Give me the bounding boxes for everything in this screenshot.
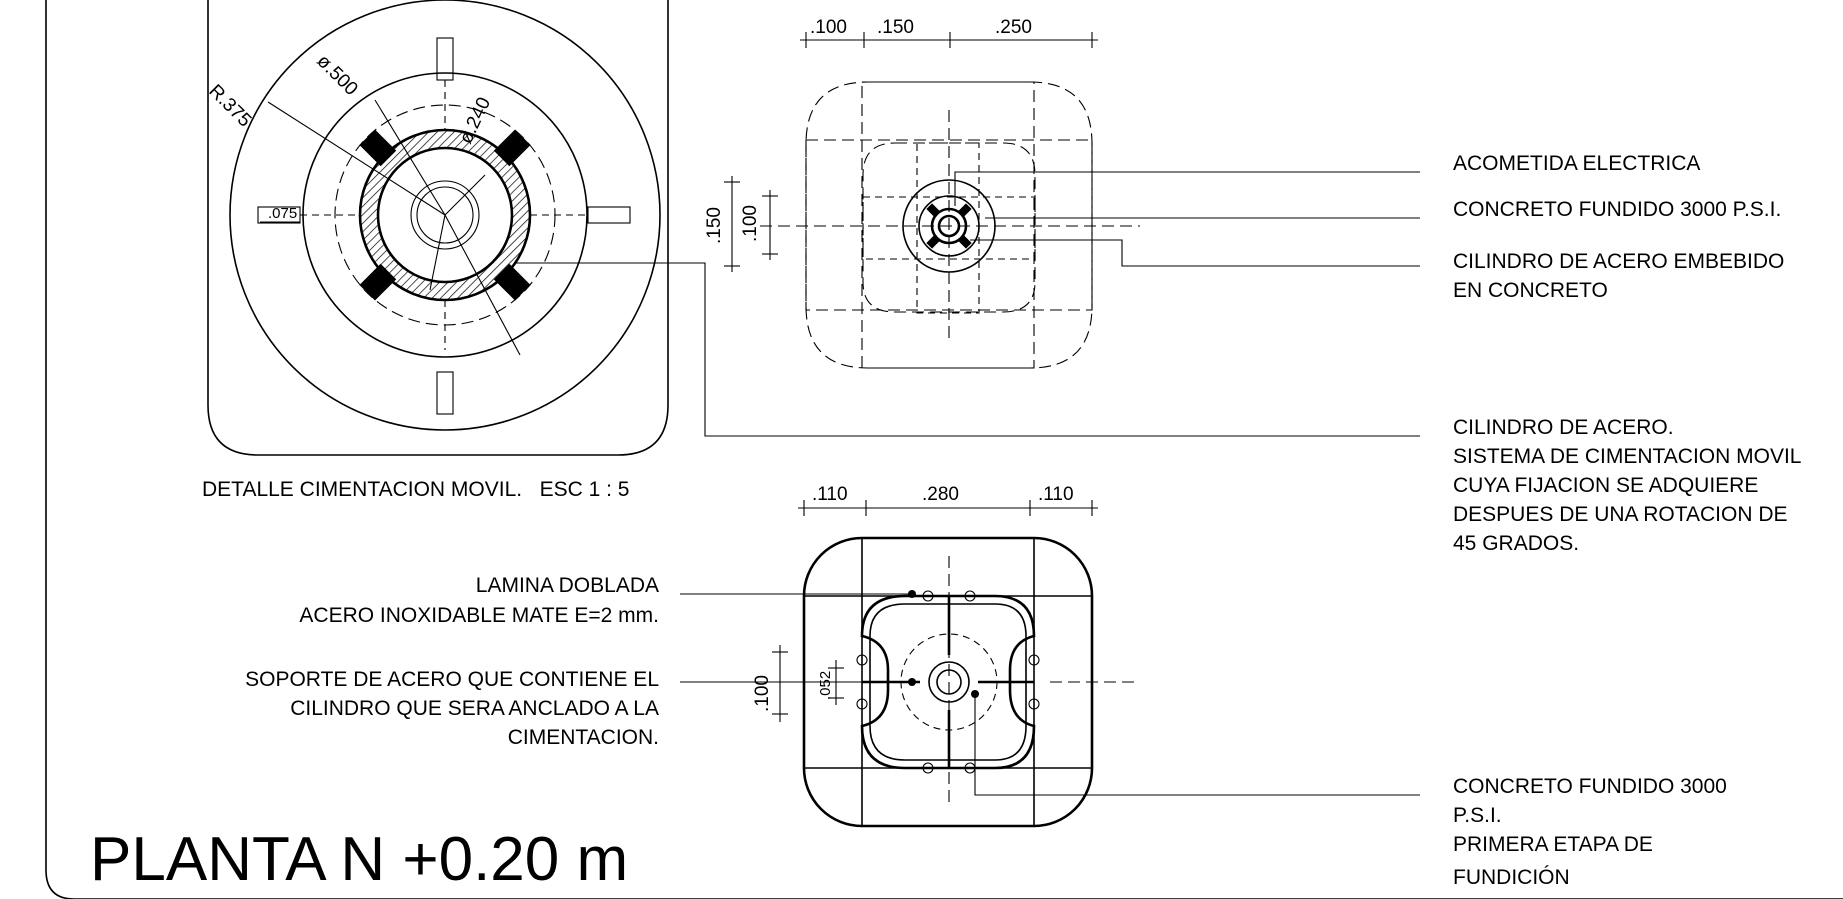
label-acometida: ACOMETIDA ELECTRICA (1453, 152, 1700, 175)
label-lamina: LAMINA DOBLADA ACERO INOXIDABLE MATE E=2… (299, 574, 659, 627)
svg-text:CILINDRO QUE SERA ANCLADO A LA: CILINDRO QUE SERA ANCLADO A LA (290, 697, 659, 720)
top-inner-dashed-rounded (862, 142, 1036, 313)
label-cilindro-embebido-2: EN CONCRETO (1453, 279, 1608, 302)
detail-slots (257, 37, 631, 415)
top-dim-h2: .150 (877, 17, 914, 38)
bottom-dim-h1: .110 (812, 484, 848, 505)
svg-text:CONCRETO FUNDIDO 3000: CONCRETO FUNDIDO 3000 (1453, 775, 1727, 798)
label-concreto-etapa: CONCRETO FUNDIDO 3000 P.S.I. PRIMERA ETA… (1453, 775, 1727, 889)
dim-075: .075 (268, 205, 297, 222)
svg-text:CUYA FIJACION SE ADQUIERE: CUYA FIJACION SE ADQUIERE (1453, 474, 1758, 497)
bottom-dim-v2: .052 (817, 671, 834, 700)
top-dim-v2: .100 (740, 205, 761, 242)
dim-d500: ø.500 (312, 51, 361, 100)
label-soporte: SOPORTE DE ACERO QUE CONTIENE EL CILINDR… (245, 668, 659, 749)
detail-inner-circle (410, 180, 480, 250)
top-dim-v1: .150 (704, 207, 725, 244)
dim-r375: R.375 (204, 81, 255, 132)
top-circle-outer (902, 179, 996, 273)
svg-text:CIMENTACION.: CIMENTACION. (508, 726, 659, 749)
top-dim-h1: .100 (810, 17, 847, 38)
bottom-plan: .110 .280 .110 .100 .052 (752, 484, 1135, 828)
svg-text:FUNDICIÓN: FUNDICIÓN (1453, 866, 1570, 889)
bottom-dim-h2: .280 (922, 484, 959, 505)
svg-text:CILINDRO DE ACERO.: CILINDRO DE ACERO. (1453, 416, 1674, 439)
svg-text:SISTEMA DE CIMENTACION MOVIL: SISTEMA DE CIMENTACION MOVIL (1453, 445, 1802, 468)
svg-text:PRIMERA ETAPA DE: PRIMERA ETAPA DE (1453, 833, 1653, 856)
top-plan: .100 .150 .250 .150 .100 (704, 17, 1140, 369)
leader-lines (515, 171, 1420, 796)
label-cilindro-acero: CILINDRO DE ACERO. SISTEMA DE CIMENTACIO… (1453, 416, 1802, 555)
bottom-dim-h3: .110 (1038, 484, 1074, 505)
svg-text:ACERO INOXIDABLE MATE E=2 mm.: ACERO INOXIDABLE MATE E=2 mm. (299, 604, 659, 627)
svg-text:P.S.I.: P.S.I. (1453, 804, 1502, 827)
detail-cimentacion-movil: R.375 ø.500 ø.240 .075 (204, 0, 669, 456)
svg-text:45 GRADOS.: 45 GRADOS. (1453, 532, 1579, 555)
top-lugs (926, 203, 972, 249)
detail-lugs (359, 129, 531, 301)
svg-text:LAMINA DOBLADA: LAMINA DOBLADA (476, 574, 659, 597)
label-cilindro-embebido-1: CILINDRO DE ACERO EMBEBIDO (1453, 250, 1784, 273)
detail-outer-circle (229, 0, 661, 431)
top-dim-ticks (805, 32, 1093, 48)
top-dim-h3: .250 (995, 17, 1032, 38)
bottom-support-plate (860, 594, 1036, 770)
detail-frame (207, 0, 669, 456)
detail-caption: DETALLE CIMENTACION MOVIL. ESC 1 : 5 (202, 478, 630, 501)
label-concreto-fundido: CONCRETO FUNDIDO 3000 P.S.I. (1453, 198, 1781, 221)
detail-hatched-ring (360, 130, 530, 300)
plan-title: PLANTA N +0.20 m (90, 825, 628, 894)
dim-d240: ø.240 (455, 94, 495, 147)
bottom-dim-v1: .100 (752, 675, 773, 712)
svg-text:SOPORTE DE ACERO QUE CONTIENE: SOPORTE DE ACERO QUE CONTIENE EL (245, 668, 659, 691)
svg-text:DESPUES DE UNA ROTACION DE: DESPUES DE UNA ROTACION DE (1453, 503, 1788, 526)
